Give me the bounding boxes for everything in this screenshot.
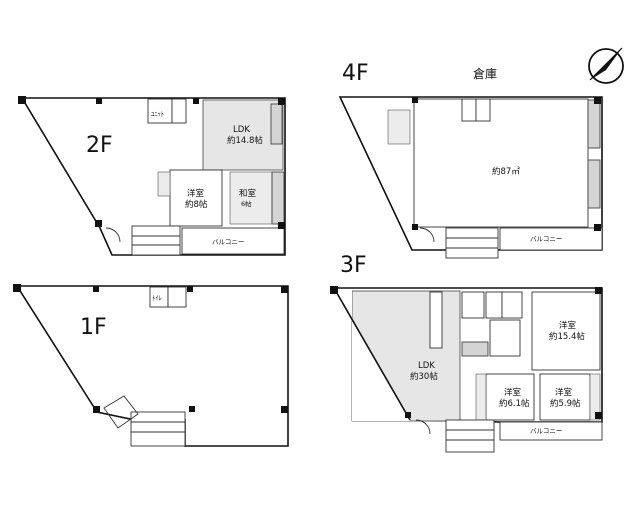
room-size-ldk-2f: 約14.8帖 [227, 135, 263, 146]
warehouse-area: 約87㎡ [492, 166, 520, 177]
floor-title-warehouse: 倉庫 [473, 66, 497, 81]
room-name-western2-3f: 洋室 [504, 387, 522, 398]
floor-3f [330, 286, 603, 453]
room-size-western-2f: 約8帖 [185, 199, 208, 210]
balcony-label-2f: バルコニー [212, 238, 244, 246]
floor-2f: ﾕﾆｯﾄ [18, 96, 286, 256]
room-name-western3-3f: 洋室 [555, 387, 573, 398]
stairs-3f [445, 419, 495, 453]
room-size-japanese-2f: 6帖 [241, 199, 252, 208]
floor-1f: ﾄｲﾚ [13, 284, 289, 447]
stairs-2f [131, 225, 181, 256]
stairs-1f [103, 395, 186, 447]
toilet-label-1f: ﾄｲﾚ [152, 294, 162, 302]
floor-4f [338, 96, 603, 259]
bath-label-2f: ﾕﾆｯﾄ [151, 110, 164, 118]
stairs-4f [445, 227, 499, 259]
room-size-western3-3f: 約5.9帖 [550, 398, 581, 409]
room-name-ldk-3f: LDK [418, 361, 435, 371]
floor-label-1f: 1F [80, 315, 107, 340]
floor-label-2f: 2F [86, 133, 113, 158]
room-size-western1-3f: 約15.4帖 [549, 331, 585, 342]
room-name-western1-3f: 洋室 [559, 320, 577, 331]
floor-label-4f: 4F [342, 61, 369, 86]
room-name-ldk-2f: LDK [233, 125, 250, 135]
floor-label-3f: 3F [340, 253, 367, 278]
room-name-western-2f: 洋室 [187, 188, 205, 199]
room-name-japanese-2f: 和室 [239, 188, 257, 199]
room-size-western2-3f: 約6.1帖 [499, 398, 530, 409]
balcony-label-4f: バルコニー [530, 235, 562, 243]
north-arrow-icon [588, 47, 624, 84]
balcony-label-3f: バルコニー [530, 427, 562, 435]
room-size-ldk-3f: 約30帖 [410, 371, 438, 382]
